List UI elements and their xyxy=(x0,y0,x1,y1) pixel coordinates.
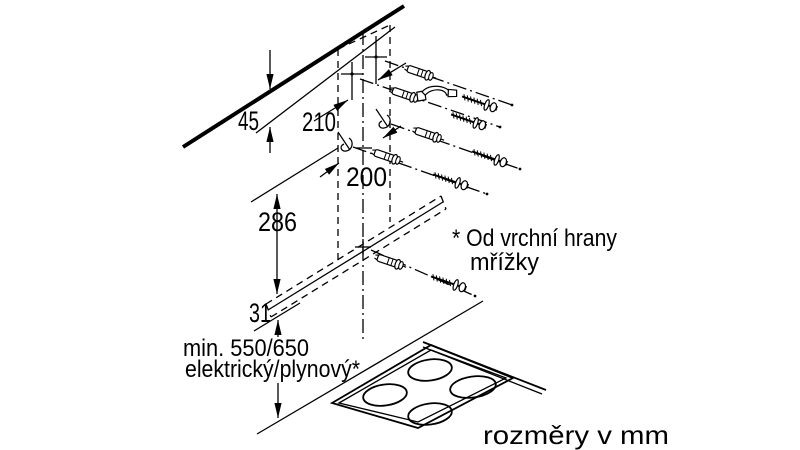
screw-icon xyxy=(459,90,500,115)
dim-upper-holes: 210 xyxy=(302,107,336,137)
dim-hook-spacing: 200 xyxy=(346,162,387,192)
dimension-min-height: min. 550/650 elektrický/plynový* xyxy=(183,320,360,418)
worktop-edge-line xyxy=(256,300,484,435)
hook-icon xyxy=(337,131,353,152)
footnote: * Od vrchní hrany mřížky xyxy=(452,225,617,276)
level-lines xyxy=(250,26,396,332)
dimension-210: 210 xyxy=(302,62,407,137)
mounting-bracket-icon xyxy=(416,85,458,102)
screw-icon xyxy=(430,168,471,193)
fixing-hardware xyxy=(369,62,510,295)
dim-ceiling-offset: 45 xyxy=(238,106,259,136)
screw-icon xyxy=(428,270,469,295)
burner xyxy=(407,402,453,426)
footer-units-label: rozměry v mm xyxy=(483,420,669,450)
hob-inner-rim xyxy=(337,349,508,423)
screw-icon xyxy=(469,145,510,170)
ceiling-line xyxy=(181,4,406,149)
footnote-line1: * Od vrchní hrany xyxy=(452,225,617,252)
burner xyxy=(449,375,497,399)
dim-min-clearance: min. 550/650 xyxy=(183,335,309,362)
hook-icon xyxy=(375,108,391,129)
wall-plug-icon xyxy=(372,251,409,273)
hob xyxy=(256,300,547,435)
dim-hood-flange: 31 xyxy=(249,298,271,328)
dimension-200: 200 xyxy=(319,125,402,192)
dimension-45: 45 xyxy=(238,50,274,153)
footnote-line2: mřížky xyxy=(470,249,539,276)
hook-marks xyxy=(337,108,391,152)
dim-bracket-to-hood: 286 xyxy=(258,207,297,237)
burner xyxy=(407,358,453,382)
dim-min-clearance-note: elektrický/plynový* xyxy=(185,356,360,383)
drill-hole-marks xyxy=(341,36,387,255)
dimension-286: 286 xyxy=(258,194,297,294)
dimension-31: 31 xyxy=(249,298,271,328)
mounting-bar xyxy=(265,195,447,318)
burner xyxy=(362,383,408,407)
wall-plug-icon xyxy=(402,62,439,84)
